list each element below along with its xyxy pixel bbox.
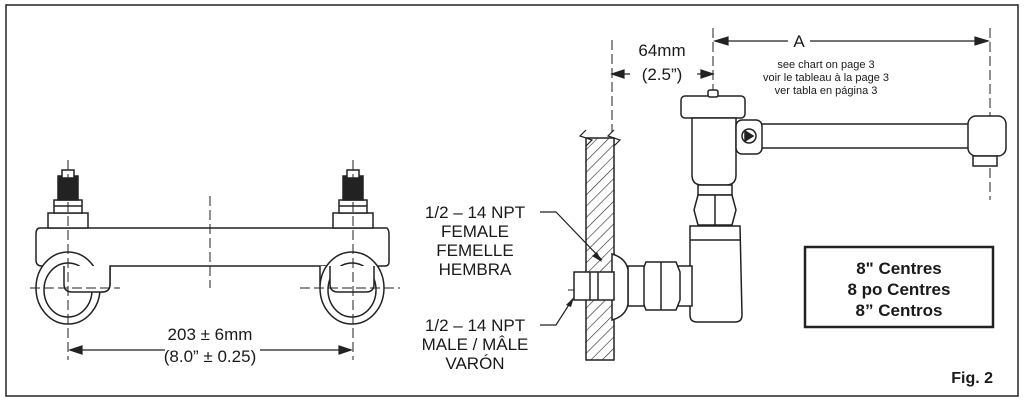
- offset-imperial-label: (2.5”): [642, 65, 683, 84]
- spacing-metric-label: 203 ± 6mm: [168, 325, 253, 344]
- a-dimension-line: [712, 36, 991, 46]
- female-leader-arrow: [592, 252, 602, 262]
- chart-ref-es: ver tabla en página 3: [775, 85, 878, 97]
- centres-fr: 8 po Centres: [848, 280, 951, 299]
- female-fitting-en: FEMALE: [441, 222, 509, 241]
- chart-ref-fr: voir le tableau à la page 3: [763, 72, 889, 84]
- offset-dimension-line: [610, 69, 715, 79]
- male-fitting-es: VARÓN: [445, 354, 504, 373]
- female-fitting-fr: FEMELLE: [436, 241, 513, 260]
- centres-en: 8" Centres: [856, 259, 942, 278]
- figure-frame: [5, 4, 1019, 397]
- spacing-imperial-label: (8.0” ± 0.25): [164, 347, 256, 366]
- wall-section: [578, 129, 622, 361]
- dimension-a-label: A: [793, 32, 805, 51]
- spacing-dimension-line: [68, 345, 353, 355]
- valve-side-view: [573, 89, 1007, 323]
- male-fitting-size: 1/2 – 14 NPT: [425, 316, 525, 335]
- female-fitting-size: 1/2 – 14 NPT: [425, 203, 525, 222]
- female-fitting-es: HEMBRA: [439, 260, 512, 279]
- faucet-front-view: [35, 169, 390, 325]
- male-fitting-en-fr: MALE / MÂLE: [422, 335, 529, 354]
- leader-lines: [540, 211, 603, 326]
- centerlines-front: [30, 160, 400, 360]
- offset-metric-label: 64mm: [638, 41, 685, 60]
- figure-label: Fig. 2: [951, 370, 993, 387]
- male-leader-arrow: [566, 297, 574, 307]
- centres-es: 8” Centros: [856, 301, 943, 320]
- centres-box: 8" Centres 8 po Centres 8” Centros: [803, 245, 995, 329]
- chart-ref-en: see chart on page 3: [777, 59, 874, 71]
